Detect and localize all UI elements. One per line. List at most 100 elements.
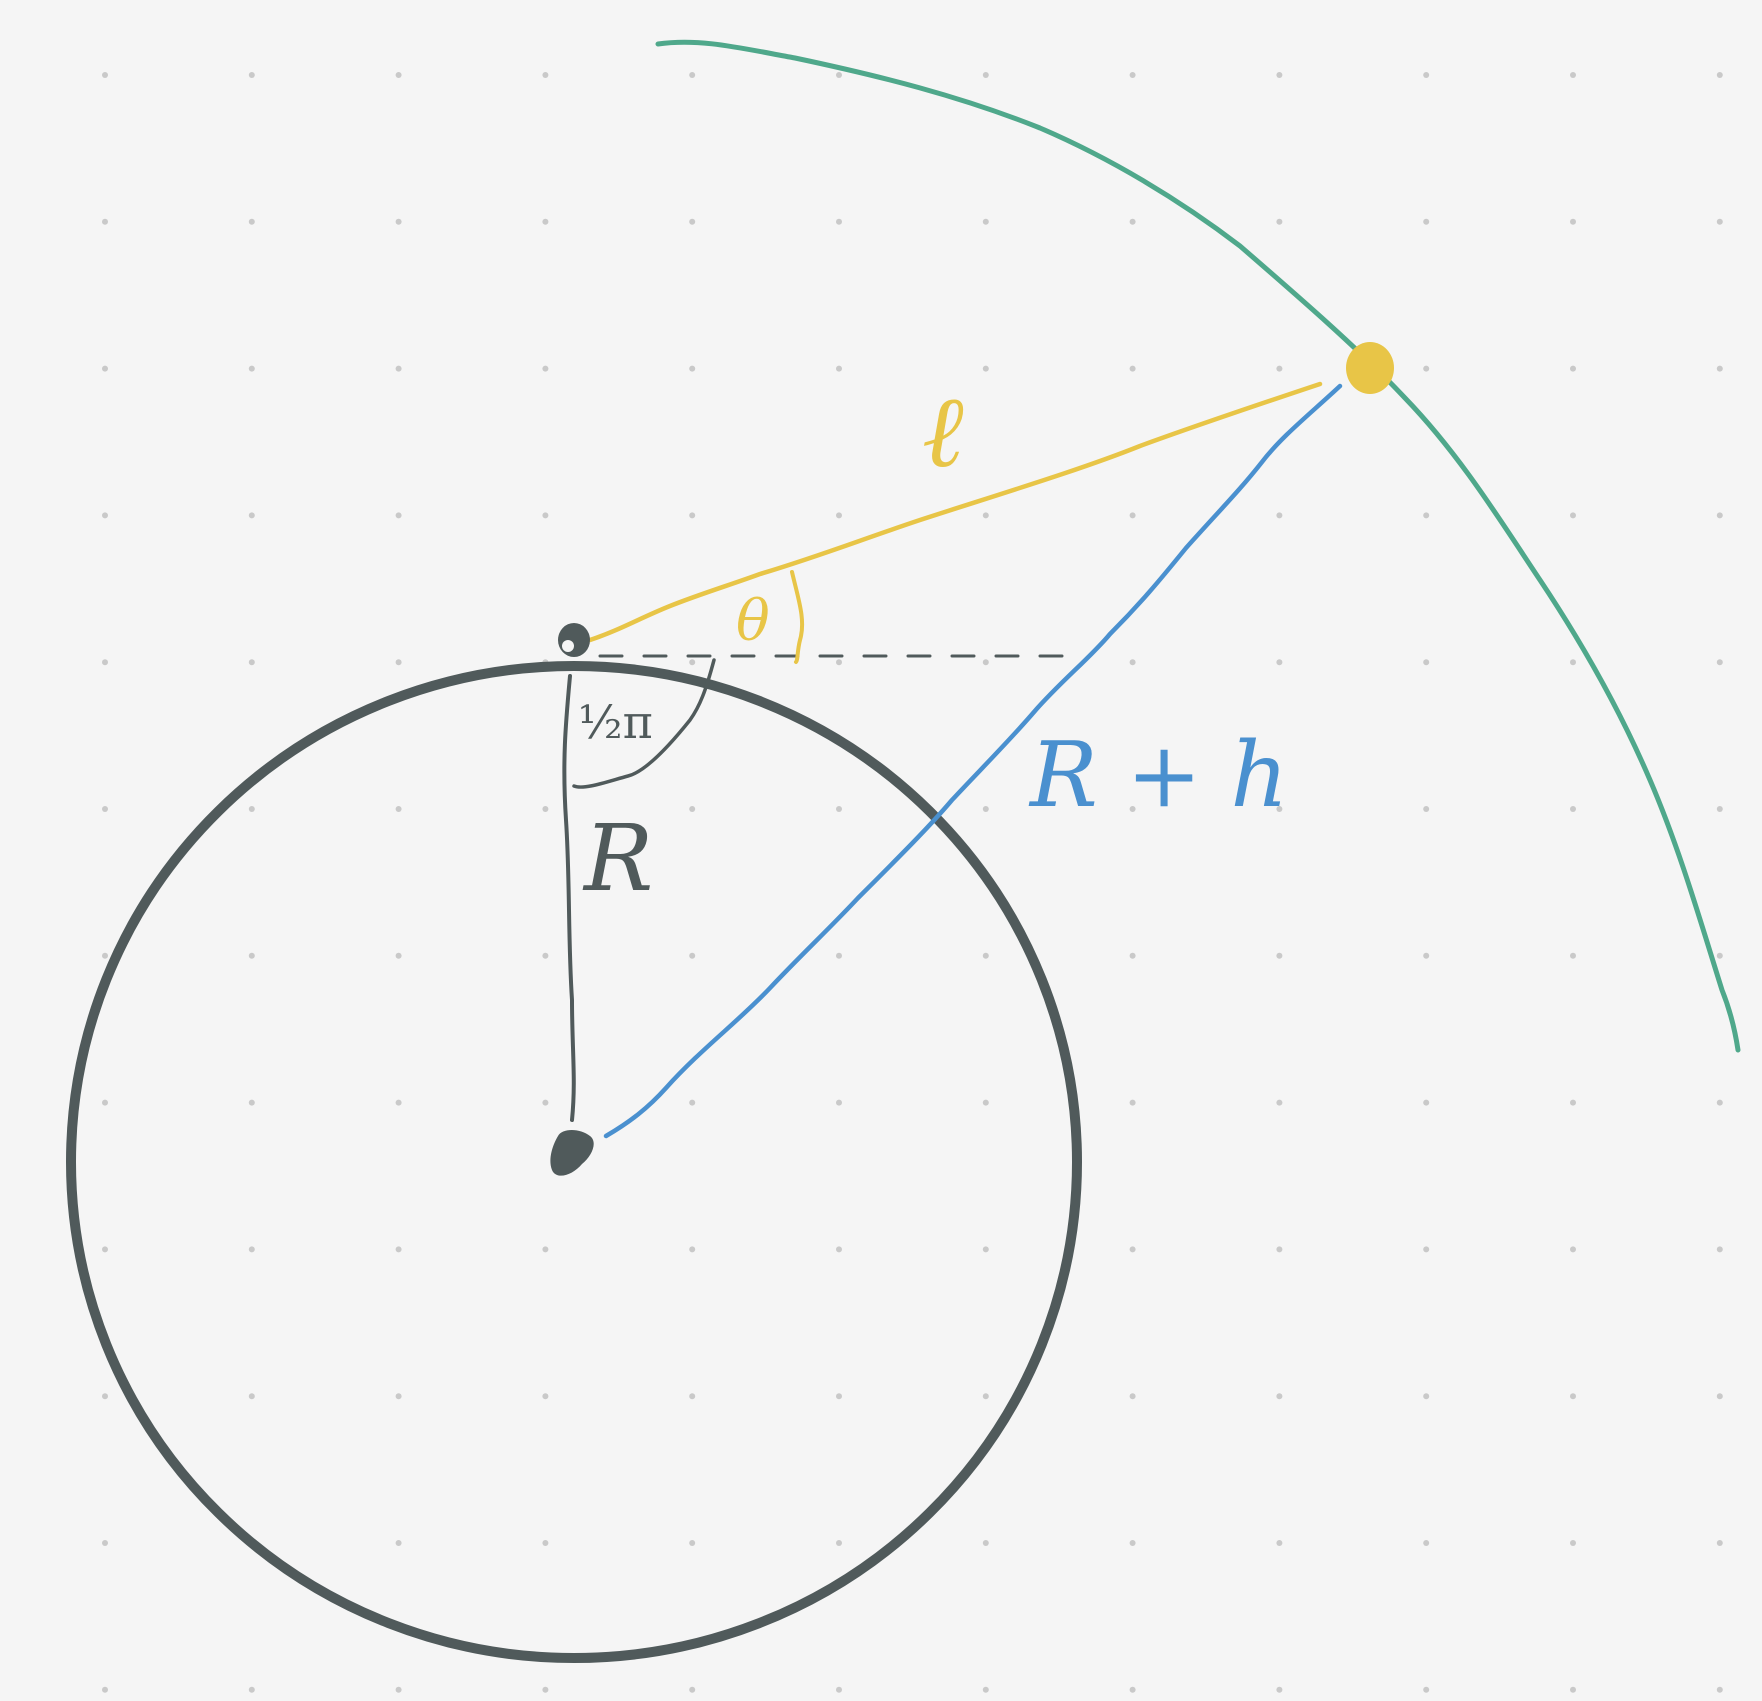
grid-dot [248,1099,255,1106]
grid-dot [248,952,255,959]
grid-dot [1423,1246,1430,1253]
grid-dot [542,1393,549,1400]
grid-dot [1570,1686,1576,1693]
grid-dot [1716,806,1723,812]
grid-dot [542,72,549,78]
grid-dot [248,72,255,78]
grid-dot [542,512,549,519]
grid-dot [982,365,989,372]
grid-dot [248,1393,255,1400]
grid-dot [1276,1246,1283,1253]
grid-dot [982,1099,989,1106]
grid-dot [395,1099,402,1106]
grid-dot [395,512,402,519]
grid-dot [1570,659,1576,666]
right-angle-arc [572,658,716,789]
grid-dot [1129,365,1136,372]
grid-dot [689,1393,696,1400]
grid-dot [102,1099,108,1106]
grid-dot [542,1099,549,1106]
grid-dot [1276,218,1283,225]
grid-dot [836,659,842,666]
grid-dot [982,72,989,78]
planet-center-point [550,1130,594,1176]
grid-dot [1423,365,1430,372]
grid-dot [1570,512,1576,519]
grid-dot [836,952,842,959]
angle-arc [790,570,805,664]
grid-dot [1423,952,1430,959]
grid-dot [1570,806,1576,812]
grid-dot [1276,806,1283,812]
grid-dot [102,512,108,519]
grid-dot [689,1540,696,1546]
grid-dot [1716,952,1723,959]
grid-dot [836,1099,842,1106]
observer-point [558,623,590,657]
grid-dot [1423,659,1430,666]
grid-dot [1423,1686,1430,1693]
grid-dot [1570,365,1576,372]
grid-dot [102,952,108,959]
grid-dot [1276,512,1283,519]
grid-dot [1716,218,1723,225]
grid-dot [1276,952,1283,959]
grid-dot [1276,1540,1283,1546]
grid-dot [982,806,989,812]
grid-dot [689,659,696,666]
grid-dot [689,365,696,372]
grid-dot [1129,1686,1136,1693]
grid-dot [836,1246,842,1253]
grid-dot [102,806,108,812]
grid-dot [1276,1393,1283,1400]
grid-dot [542,1686,549,1693]
grid-dot [248,659,255,666]
dot-grid [102,72,1723,1693]
angle-label: θ [736,589,770,654]
grid-dot [689,1099,696,1106]
grid-dot [689,218,696,225]
grid-dot [248,218,255,225]
grid-dot [1423,806,1430,812]
grid-dot [1716,659,1723,666]
grid-dot [102,1540,108,1546]
grid-dot [982,1686,989,1693]
grid-dot [102,659,108,666]
grid-dot [395,72,402,78]
grid-dot [1276,1686,1283,1693]
grid-dot [1129,1540,1136,1546]
grid-dot [248,1246,255,1253]
grid-dot [1129,512,1136,519]
grid-dot [102,218,108,225]
grid-dot [102,1246,108,1253]
grid-dot [395,1540,402,1546]
grid-dot [102,1393,108,1400]
grid-dot [982,218,989,225]
grid-dot [1423,218,1430,225]
grid-dot [395,806,402,812]
grid-dot [1570,1540,1576,1546]
grid-dot [1570,1393,1576,1400]
grid-dot [1129,72,1136,78]
grid-dot [1716,1540,1723,1546]
grid-dot [982,659,989,666]
grid-dot [1129,806,1136,812]
grid-dot [1716,512,1723,519]
grid-dot [1423,72,1430,78]
grid-dot [836,806,842,812]
grid-dot [102,1686,108,1693]
grid-dot [1276,1099,1283,1106]
satellite-point [1346,342,1394,394]
grid-dot [1716,1686,1723,1693]
orbit-radius-label: R + h [1028,723,1288,828]
right-angle-label: ½π [578,695,653,749]
grid-dot [1570,1246,1576,1253]
grid-dot [836,72,842,78]
grid-dot [102,72,108,78]
grid-dot [248,806,255,812]
grid-dot [689,806,696,812]
grid-dot [1716,365,1723,372]
orbit-arc [655,39,1741,1053]
grid-dot [542,952,549,959]
grid-dot [1276,659,1283,666]
